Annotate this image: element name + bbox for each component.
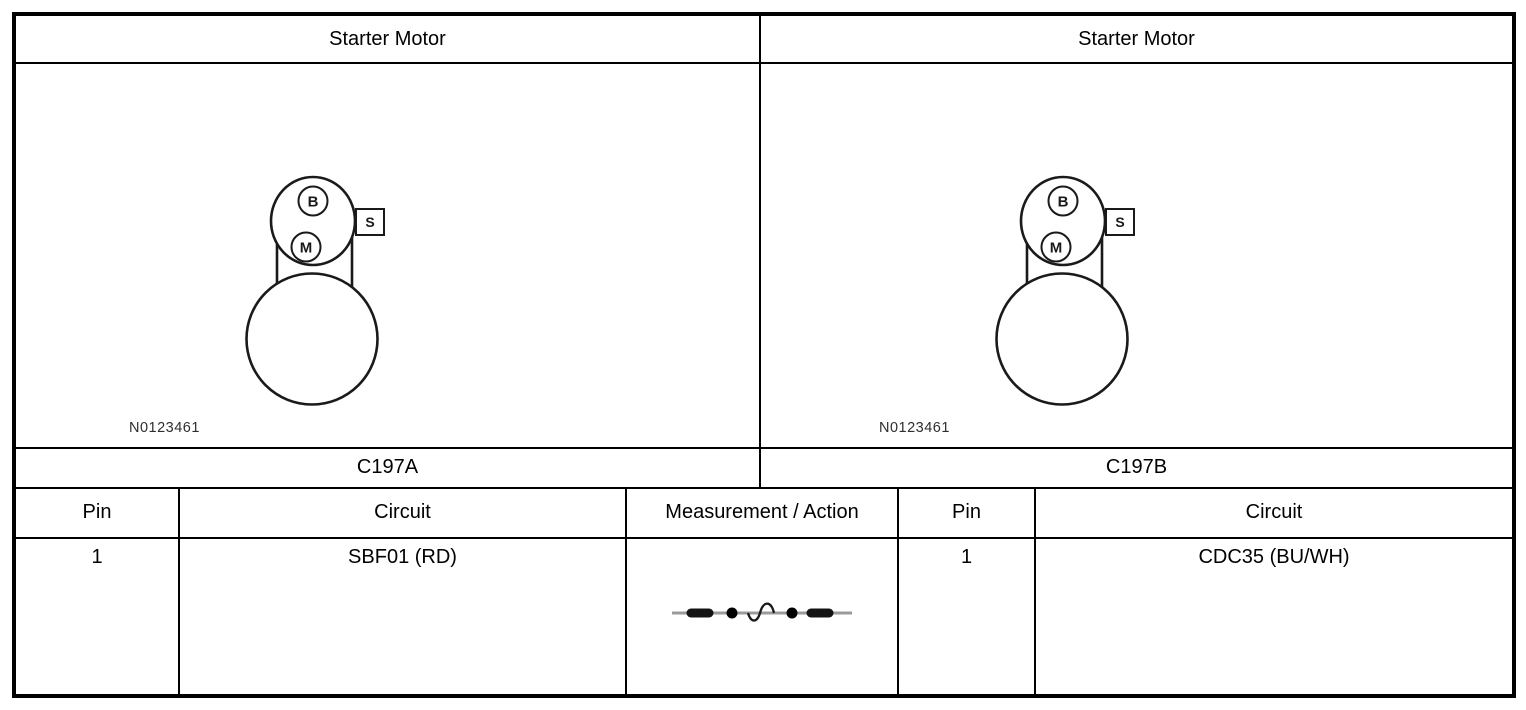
cell-circuit-left: SBF01 (RD) [348,546,457,568]
terminal-m-label: M [300,240,313,257]
starter-motor-connector-diagram-right: B M S [995,175,1135,406]
terminal-m-circle [290,231,322,263]
divider-above-connectors [16,447,1512,449]
header-circuit-left: Circuit [374,500,431,523]
cell-pin-left: 1 [91,546,103,568]
terminal-s-label: S [365,214,374,230]
terminal-b-label: B [308,194,319,211]
terminal-s-label: S [1115,214,1124,230]
starter-motor-connector-diagram-left: B M S [245,175,385,406]
terminal-b-circle [297,185,329,217]
divider-under-connectors [16,487,1512,489]
right-panel-title: Starter Motor [1078,27,1195,50]
terminal-b-label: B [1058,194,1069,211]
col-divider-circuit-meas [625,487,627,694]
header-pin-left: Pin [82,500,112,523]
left-panel-title: Starter Motor [329,27,446,50]
cell-pin-right: 1 [960,546,973,568]
divider-under-titles [16,62,1512,64]
header-pin-right: Pin [952,500,981,523]
figure-id-left: N0123461 [129,420,200,436]
cell-circuit-right: CDC35 (BU/WH) [1198,546,1350,568]
resistance-squiggle [746,602,776,622]
figure-id-right: N0123461 [879,420,950,436]
col-divider-pin-circuit-r [1034,487,1036,694]
terminal-m-label: M [1050,240,1063,257]
col-divider-pin-circuit-l [178,487,180,694]
connector-label-left: C197A [356,455,419,478]
header-circuit-right: Circuit [1245,500,1303,523]
divider-under-col-headers [16,537,1512,539]
col-divider-meas-pin-r [897,487,899,694]
pinout-sheet: Starter Motor Starter Motor B M S N01234… [12,12,1516,698]
motor-body-circle [245,272,379,406]
connector-label-right: C197B [1105,455,1168,478]
continuity-measurement-symbol-icon [672,602,852,622]
test-point-left [726,607,738,619]
panel-divider [759,16,761,487]
terminal-m-circle [1040,231,1072,263]
motor-body-circle [995,272,1129,406]
header-measurement: Measurement / Action [665,500,859,523]
test-point-right [786,607,798,619]
terminal-b-circle [1047,185,1079,217]
